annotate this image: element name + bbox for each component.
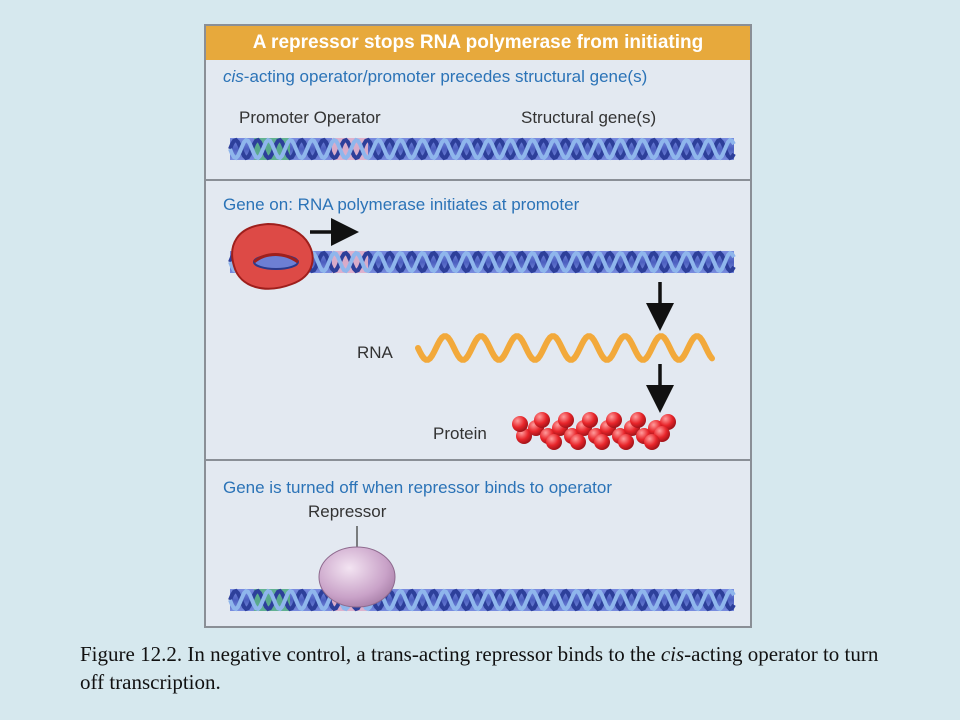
protein-bead <box>534 412 550 428</box>
figure-artwork <box>228 137 736 612</box>
caption-part1: Figure 12.2. In negative control, a tran… <box>80 642 661 666</box>
protein-bead <box>606 412 622 428</box>
protein-bead <box>582 412 598 428</box>
protein-bead <box>660 414 676 430</box>
rna-strand <box>415 333 715 363</box>
cis-italic: cis <box>223 67 244 86</box>
dna-helix-3 <box>228 588 736 612</box>
repressor-icon <box>318 546 396 608</box>
protein-bead <box>512 416 528 432</box>
protein-bead <box>594 434 610 450</box>
protein-chain-icon <box>512 412 676 450</box>
dna-helix-1 <box>228 137 736 161</box>
repressor-label: Repressor <box>308 502 387 521</box>
dna-strand-front <box>228 250 736 274</box>
dna-strand-front <box>228 588 736 612</box>
figure-panel: A repressor stops RNA polymerase from in… <box>204 24 752 628</box>
structural-genes-label: Structural gene(s) <box>521 108 657 127</box>
caption-part2: -acting operator to turn off transcripti… <box>80 642 879 694</box>
protein-bead <box>618 434 634 450</box>
protein-bead <box>644 434 660 450</box>
section1-title: cis-acting operator/promoter precedes st… <box>223 67 647 87</box>
section-divider-2 <box>206 459 750 461</box>
protein-bead <box>630 412 646 428</box>
promoter-operator-label: Promoter Operator <box>239 108 381 127</box>
protein-label: Protein <box>433 424 487 443</box>
rna-label: RNA <box>357 343 393 362</box>
protein-bead <box>570 434 586 450</box>
figure-header: A repressor stops RNA polymerase from in… <box>206 26 750 60</box>
section-divider-1 <box>206 179 750 181</box>
section2-title: Gene on: RNA polymerase initiates at pro… <box>223 195 580 214</box>
section1-title-rest: -acting operator/promoter precedes struc… <box>243 67 648 86</box>
protein-bead <box>546 434 562 450</box>
protein-bead <box>558 412 574 428</box>
caption-cis-italic: cis <box>660 642 685 666</box>
figure-caption: Figure 12.2. In negative control, a tran… <box>80 640 880 696</box>
rna-polymerase-icon <box>231 222 314 290</box>
dna-strand-front <box>228 137 736 161</box>
section3-title: Gene is turned off when repressor binds … <box>223 478 613 497</box>
